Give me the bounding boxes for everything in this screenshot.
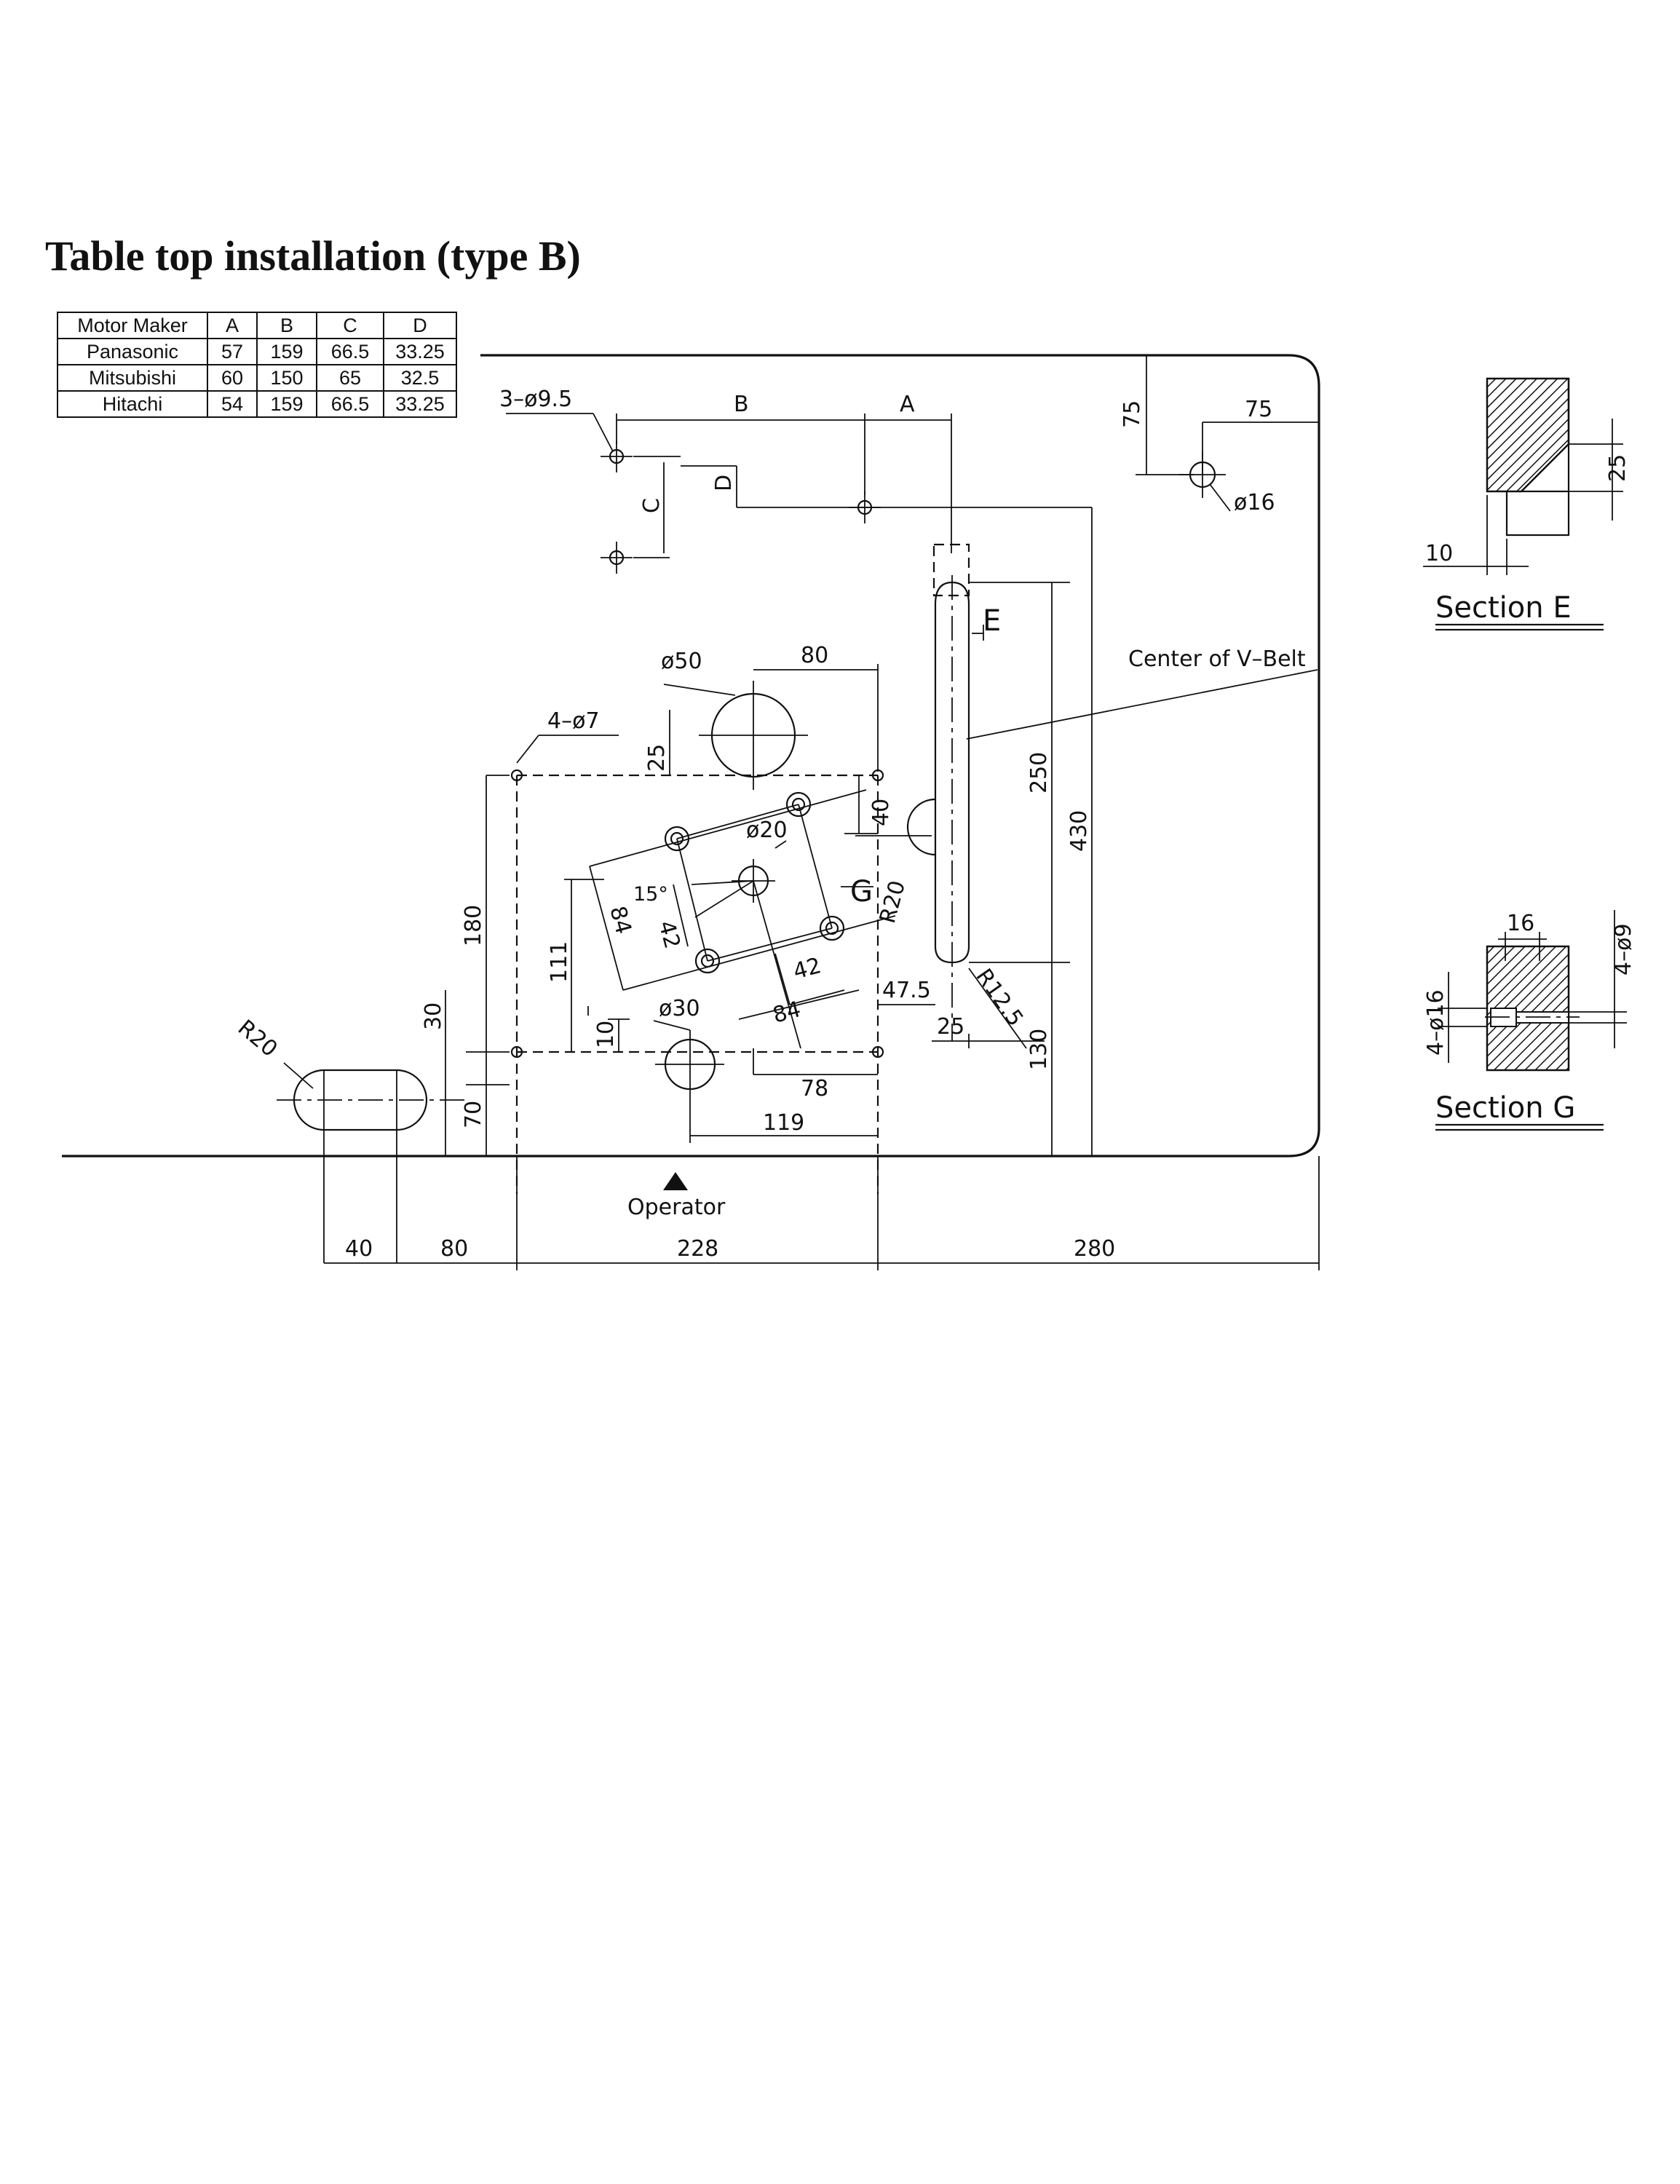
label-dim-b: B <box>734 392 749 417</box>
corner-hole <box>1136 355 1319 512</box>
label-holes-3: 3–ø9.5 <box>499 387 572 412</box>
label-section-g-holes-16: 4–ø16 <box>1423 989 1449 1056</box>
hole-dia-30 <box>608 1018 878 1143</box>
label-r20-notch: R20 <box>875 878 911 926</box>
cell-b: 150 <box>256 364 317 392</box>
label-dim-250: 250 <box>1026 752 1052 794</box>
label-r20-slot: R20 <box>233 1015 282 1062</box>
mounting-frame <box>445 735 884 1194</box>
header-a: A <box>207 312 258 339</box>
label-dim-40: 40 <box>868 799 894 826</box>
label-dim-10: 10 <box>593 1021 619 1048</box>
mark-e: E <box>983 604 1001 638</box>
label-bottom-280: 280 <box>1074 1236 1115 1262</box>
cell-b: 159 <box>256 390 317 418</box>
label-dim-47-5: 47.5 <box>882 978 931 1003</box>
table-outline <box>62 354 1320 1158</box>
label-dim-42-a: 42 <box>653 918 685 951</box>
motor-maker-table: Motor Maker A B C D Panasonic 57 159 66.… <box>57 312 457 418</box>
header-d: D <box>383 312 457 339</box>
cell-a: 60 <box>207 364 258 392</box>
rotated-motor-base <box>587 789 896 1049</box>
cell-d: 32.5 <box>383 364 457 392</box>
cell-c: 65 <box>316 364 384 392</box>
label-center-v-belt: Center of V–Belt <box>1128 646 1306 672</box>
left-slot <box>277 1062 466 1263</box>
cell-a: 54 <box>207 390 258 418</box>
label-dim-180: 180 <box>461 905 486 946</box>
v-belt-slot <box>855 507 1318 1156</box>
label-dim-c: C <box>639 498 665 513</box>
label-section-g-title: Section G <box>1435 1091 1575 1125</box>
header-b: B <box>256 312 317 339</box>
label-dim-430: 430 <box>1066 810 1092 852</box>
table-row: Mitsubishi 60 150 65 32.5 <box>57 364 457 392</box>
cell-maker: Hitachi <box>57 390 208 418</box>
hole-dia-50 <box>663 664 879 790</box>
label-dim-25-b: 25 <box>937 1014 964 1040</box>
label-bottom-228: 228 <box>677 1236 718 1262</box>
cell-d: 33.25 <box>383 390 457 418</box>
header-motor-maker: Motor Maker <box>57 312 208 339</box>
operator-marker <box>663 1172 688 1190</box>
label-dim-111: 111 <box>547 941 572 983</box>
section-e <box>1423 377 1623 631</box>
label-bottom-80: 80 <box>440 1236 468 1262</box>
label-dim-75-vertical: 75 <box>1120 400 1145 428</box>
cell-maker: Panasonic <box>57 338 208 365</box>
label-dim-30: 30 <box>421 1002 446 1030</box>
label-dim-130: 130 <box>1026 1029 1052 1070</box>
bottom-dimensions <box>324 1156 1320 1270</box>
cell-b: 159 <box>256 338 317 365</box>
label-section-g-holes-9: 4–ø9 <box>1611 923 1636 976</box>
label-bottom-40: 40 <box>345 1236 373 1262</box>
label-section-g-16: 16 <box>1507 911 1534 936</box>
label-dim-42-b: 42 <box>791 953 824 985</box>
label-dim-78: 78 <box>801 1076 828 1101</box>
label-dim-25-a: 25 <box>644 744 670 772</box>
label-operator: Operator <box>627 1195 726 1220</box>
cell-c: 66.5 <box>316 338 384 365</box>
label-holes-4: 4–ø7 <box>547 708 600 734</box>
label-r12-5: R12.5 <box>970 965 1028 1032</box>
label-section-e-10: 10 <box>1425 541 1453 566</box>
label-dim-84-b: 84 <box>770 997 804 1029</box>
label-dim-d: D <box>711 475 737 491</box>
dim-111 <box>564 879 604 1052</box>
table-header-row: Motor Maker A B C D <box>57 312 457 339</box>
label-dia-20: ø20 <box>746 818 788 843</box>
cell-d: 33.25 <box>383 338 457 365</box>
cell-maker: Mitsubishi <box>57 364 208 392</box>
table-row: Panasonic 57 159 66.5 33.25 <box>57 338 457 365</box>
label-angle-15: 15° <box>633 883 668 906</box>
label-dia-30: ø30 <box>659 996 700 1021</box>
label-dim-119: 119 <box>763 1110 804 1136</box>
motor-mount-holes <box>506 413 1092 574</box>
cell-a: 57 <box>207 338 258 365</box>
label-dim-75-horizontal: 75 <box>1245 397 1272 422</box>
label-dia-50: ø50 <box>661 649 702 674</box>
label-dim-70: 70 <box>461 1101 486 1128</box>
header-c: C <box>316 312 384 339</box>
label-dia-16: ø16 <box>1234 490 1275 515</box>
section-g <box>1435 910 1627 1131</box>
label-section-e-25: 25 <box>1605 454 1631 482</box>
table-row: Hitachi 54 159 66.5 33.25 <box>57 390 457 418</box>
mark-g: G <box>850 875 873 909</box>
label-section-e-title: Section E <box>1435 591 1572 625</box>
label-dim-84-a: 84 <box>604 903 636 937</box>
label-dim-a: A <box>900 392 915 417</box>
label-dim-80-top: 80 <box>801 643 828 668</box>
page-title: Table top installation (type B) <box>45 232 581 280</box>
cell-c: 66.5 <box>316 390 384 418</box>
